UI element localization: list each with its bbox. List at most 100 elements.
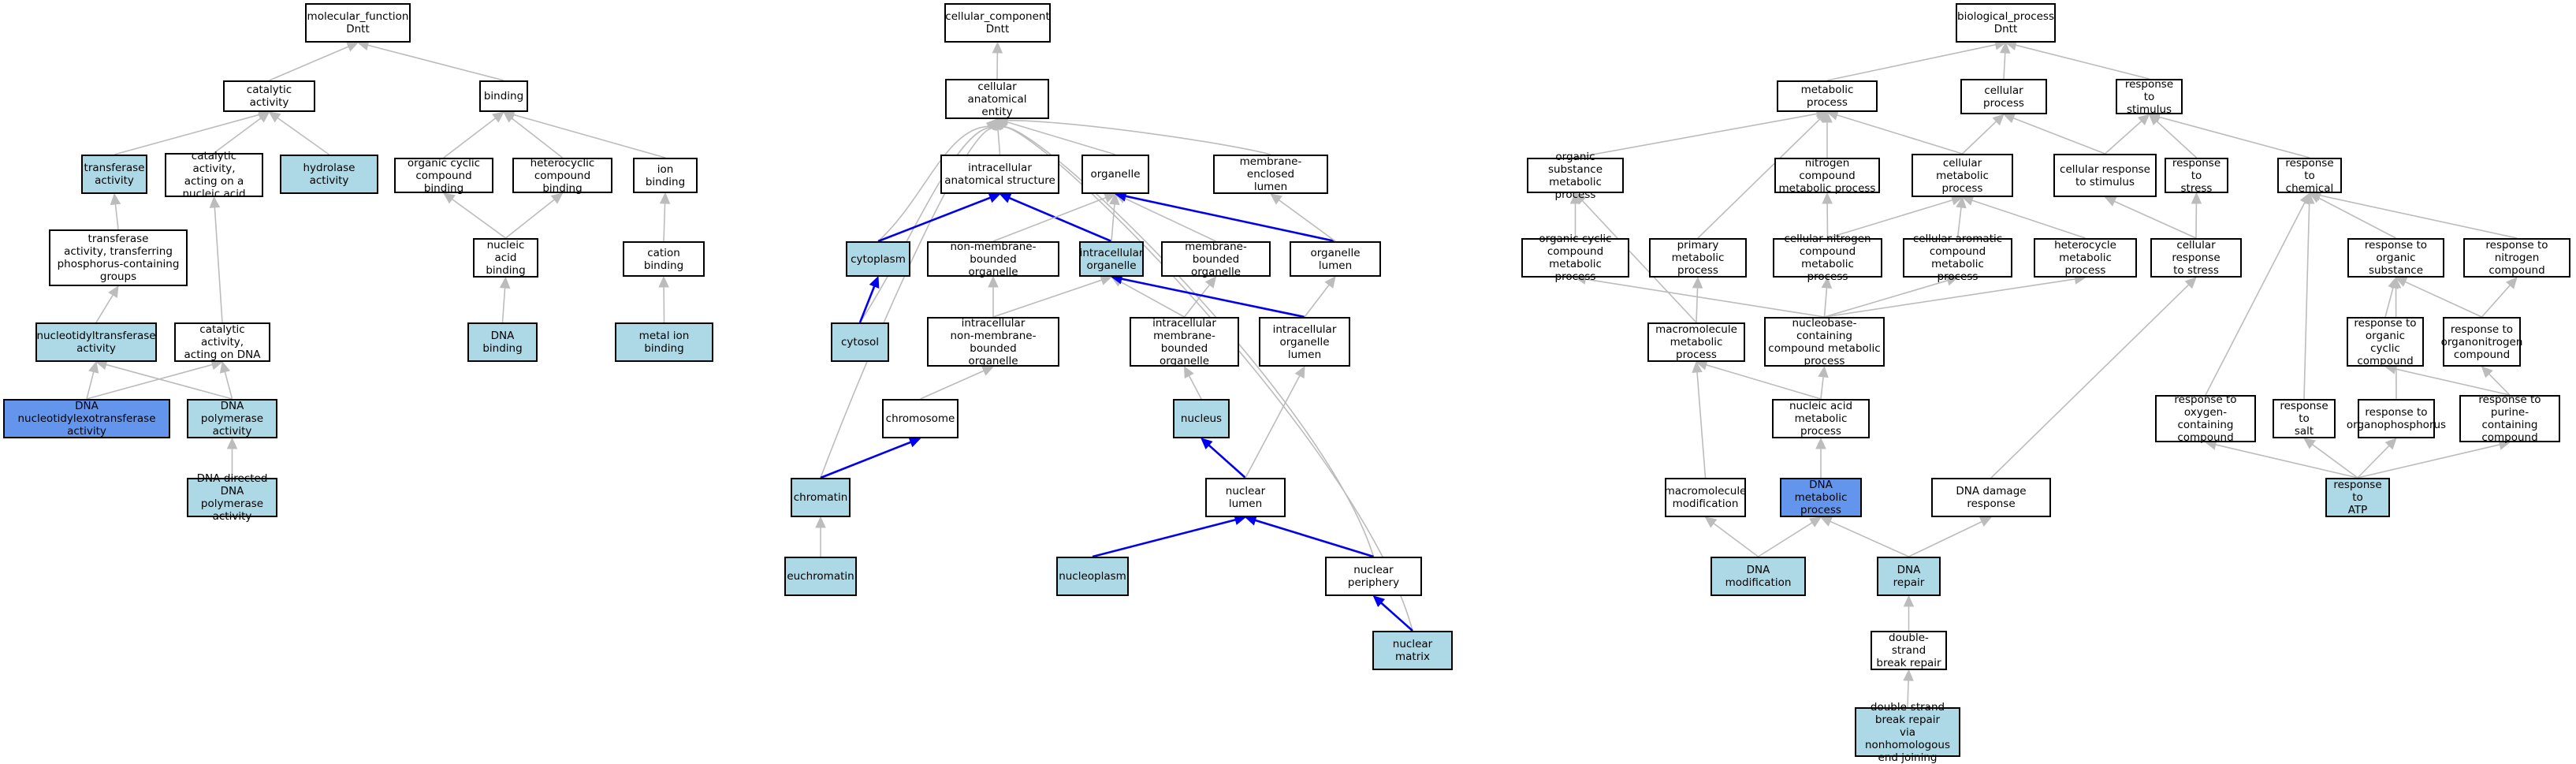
go-term-node-cellular-proc[interactable]: cellular process bbox=[1960, 79, 2047, 114]
edge-resp_atp-to-resp_oxygen bbox=[2206, 440, 2358, 478]
go-term-node-cytosol[interactable]: cytosol bbox=[831, 322, 889, 362]
go-term-node-cell-nitro-met[interactable]: cellular nitrogen compound metabolic pro… bbox=[1773, 238, 1882, 278]
go-term-node-cell-resp-stim[interactable]: cellular response to stimulus bbox=[2053, 154, 2157, 197]
go-term-node-primary-met[interactable]: primary metabolic process bbox=[1649, 238, 1747, 278]
go-term-node-euchromatin[interactable]: euchromatin bbox=[784, 557, 857, 596]
edge-dsb_repair-to-dna_repair bbox=[1904, 596, 1914, 631]
edge-line bbox=[993, 280, 1102, 317]
edge-line bbox=[1585, 279, 1824, 317]
go-term-node-cell-resp-stress[interactable]: cellular response to stress bbox=[2150, 238, 2242, 278]
go-term-node-nucleoplasm[interactable]: nucleoplasm bbox=[1056, 557, 1129, 596]
go-term-node-mem-org[interactable]: membrane-bounded organelle bbox=[1161, 241, 1271, 277]
edge-line bbox=[2206, 203, 2305, 395]
go-term-node-catalytic[interactable]: catalytic activity bbox=[223, 80, 315, 112]
go-term-node-dna-nucleotidylexo[interactable]: DNA nucleotidylexotransferase activity bbox=[3, 399, 170, 438]
go-term-node-nucleotidyl[interactable]: nucleotidyltransferase activity bbox=[35, 322, 157, 362]
go-term-node-cation-bind[interactable]: cation binding bbox=[623, 241, 705, 277]
go-term-node-cat-dna[interactable]: catalytic activity, acting on DNA bbox=[174, 322, 270, 362]
go-term-node-chromatin[interactable]: chromatin bbox=[791, 478, 851, 517]
go-term-node-nuc-matrix[interactable]: nuclear matrix bbox=[1372, 631, 1453, 670]
edge-resp_nitro-to-resp_chem bbox=[2310, 191, 2517, 238]
edge-line bbox=[1909, 522, 1982, 557]
go-term-node-resp-org-sub[interactable]: response to organic substance bbox=[2347, 238, 2444, 278]
go-term-node-intra-struct[interactable]: intracellular anatomical structure bbox=[940, 155, 1059, 194]
go-term-node-mem-lumen[interactable]: membrane-enclosed lumen bbox=[1213, 155, 1328, 194]
go-term-node-org-cyc-met[interactable]: organic cyclic compound metabolic proces… bbox=[1521, 238, 1629, 278]
go-term-node-transf-phos[interactable]: transferase activity, transferring phosp… bbox=[49, 229, 188, 286]
go-term-node-intra-nonmem[interactable]: intracellular non-membrane-bounded organ… bbox=[927, 317, 1059, 367]
go-term-node-macro-mod[interactable]: macromolecule modification bbox=[1665, 478, 1746, 517]
go-term-node-nucleic-bind[interactable]: nucleic acid binding bbox=[473, 238, 538, 278]
go-term-node-cell-arom-met[interactable]: cellular aromatic compound metabolic pro… bbox=[1903, 238, 2012, 278]
go-term-node-dna-mod[interactable]: DNA modification bbox=[1711, 557, 1806, 596]
edge-metal_bind-to-cation_bind bbox=[659, 277, 668, 322]
go-term-node-resp-salt[interactable]: response to salt bbox=[2273, 399, 2336, 438]
edge-resp_org_sub-to-resp_chem bbox=[2310, 193, 2396, 238]
go-term-node-mf-root[interactable]: molecular_function Dntt bbox=[305, 3, 411, 43]
edge-dna_poly-to-nucleotidyl bbox=[96, 360, 233, 399]
go-term-node-resp-purine[interactable]: response to purine-containing compound bbox=[2459, 395, 2560, 442]
edge-line bbox=[2482, 285, 2511, 317]
go-term-node-cat-nucleic[interactable]: catalytic activity, acting on a nucleic … bbox=[165, 153, 263, 197]
go-term-node-org-lumen[interactable]: organelle lumen bbox=[1290, 241, 1381, 277]
go-term-node-dna-met[interactable]: DNA metabolic process bbox=[1780, 478, 1862, 517]
go-term-node-resp-nitro[interactable]: response to nitrogen compound bbox=[2463, 238, 2570, 278]
go-term-node-dsb-repair[interactable]: double-strand break repair bbox=[1871, 631, 1947, 670]
go-term-node-org-sub-met[interactable]: organic substance metabolic process bbox=[1527, 158, 1624, 193]
edge-line bbox=[2358, 445, 2500, 478]
go-term-node-nuc-lumen[interactable]: nuclear lumen bbox=[1205, 478, 1286, 517]
go-term-node-organelle[interactable]: organelle bbox=[1081, 155, 1149, 194]
go-term-node-dna-repair[interactable]: DNA repair bbox=[1877, 557, 1941, 596]
go-term-node-resp-organonitro[interactable]: response to organonitrogen compound bbox=[2443, 317, 2521, 367]
edge-line bbox=[1825, 281, 1949, 317]
go-term-node-dna-damage[interactable]: DNA damage response bbox=[1931, 478, 2051, 517]
go-term-node-resp-stim[interactable]: response to stimulus bbox=[2116, 79, 2183, 114]
go-term-node-resp-oxygen[interactable]: response to oxygen-containing compound bbox=[2155, 395, 2256, 442]
go-term-node-metal-bind[interactable]: metal ion binding bbox=[615, 322, 713, 362]
go-term-node-nucleobase-met[interactable]: nucleobase-containing compound metabolic… bbox=[1764, 317, 1885, 367]
edge-arrowhead bbox=[110, 194, 120, 205]
go-term-node-dna-directed-poly[interactable]: DNA-directed DNA polymerase activity bbox=[187, 478, 277, 517]
go-term-node-macro-met[interactable]: macromolecule metabolic process bbox=[1647, 322, 1745, 362]
go-term-node-nuc-periphery[interactable]: nuclear periphery bbox=[1325, 557, 1422, 596]
edge-cell_nitro_met-to-nitro_met bbox=[1822, 193, 1832, 238]
go-term-node-resp-chem[interactable]: response to chemical bbox=[2277, 158, 2342, 193]
go-term-node-metabolic[interactable]: metabolic process bbox=[1777, 80, 1878, 112]
go-term-node-resp-organophos[interactable]: response to organophosphorus bbox=[2358, 399, 2435, 438]
edge-nucleobase_met-to-cell_nitro_met bbox=[1822, 278, 1831, 317]
go-term-node-nucleic-met[interactable]: nucleic acid metabolic process bbox=[1772, 399, 1870, 438]
go-term-node-bp-root[interactable]: biological_process Dntt bbox=[1956, 3, 2056, 43]
go-term-node-resp-org-cyc[interactable]: response to organic cyclic compound bbox=[2347, 317, 2424, 367]
go-term-node-chromosome[interactable]: chromosome bbox=[882, 399, 959, 438]
edge-line bbox=[1696, 288, 1698, 322]
go-term-node-intra-org-lumen[interactable]: intracellular organelle lumen bbox=[1259, 317, 1350, 367]
go-term-node-dna-bind[interactable]: DNA binding bbox=[467, 322, 538, 362]
go-term-node-dna-poly[interactable]: DNA polymerase activity bbox=[187, 399, 277, 438]
edge-line bbox=[921, 371, 985, 399]
edge-line bbox=[106, 364, 233, 399]
go-term-node-hetero-bind[interactable]: heterocyclic compound binding bbox=[512, 158, 612, 193]
go-term-node-hetero-met[interactable]: heterocycle metabolic process bbox=[2034, 238, 2137, 278]
go-term-node-cae[interactable]: cellular anatomical entity bbox=[945, 79, 1049, 119]
go-term-node-nitro-met[interactable]: nitrogen compound metabolic process bbox=[1774, 158, 1880, 193]
go-term-node-binding[interactable]: binding bbox=[479, 80, 528, 112]
edge-line bbox=[998, 129, 1000, 155]
go-term-node-transferase[interactable]: transferase activity bbox=[81, 155, 147, 194]
go-term-node-resp-stress[interactable]: response to stress bbox=[2165, 158, 2228, 193]
go-term-node-ion-bind[interactable]: ion binding bbox=[633, 158, 698, 193]
go-term-node-intra-org[interactable]: intracellular organelle bbox=[1079, 241, 1144, 277]
go-term-node-hydrolase[interactable]: hydrolase activity bbox=[280, 155, 378, 194]
edge-line bbox=[1305, 285, 1329, 317]
go-term-node-nucleus[interactable]: nucleus bbox=[1173, 399, 1230, 438]
go-term-node-cytoplasm[interactable]: cytoplasm bbox=[846, 241, 910, 277]
go-term-node-cc-root[interactable]: cellular_component Dntt bbox=[944, 3, 1051, 43]
go-term-node-resp-atp[interactable]: response to ATP bbox=[2325, 478, 2390, 517]
edge-line bbox=[2489, 374, 2510, 395]
go-term-node-nonmem-org[interactable]: non-membrane-bounded organelle bbox=[927, 241, 1059, 277]
go-term-node-nhej[interactable]: double-strand break repair via nonhomolo… bbox=[1855, 707, 1960, 757]
go-term-node-org-cyclic-bind[interactable]: organic cyclic compound binding bbox=[394, 158, 493, 193]
go-term-node-intra-mem[interactable]: intracellular membrane-bounded organelle bbox=[1130, 317, 1239, 367]
go-term-node-cell-met[interactable]: cellular metabolic process bbox=[1912, 154, 2013, 197]
edge-chromosome-to-intra_nonmem bbox=[921, 367, 994, 399]
edge-dna_nucleotidylexo-to-cat_dna bbox=[87, 360, 222, 399]
